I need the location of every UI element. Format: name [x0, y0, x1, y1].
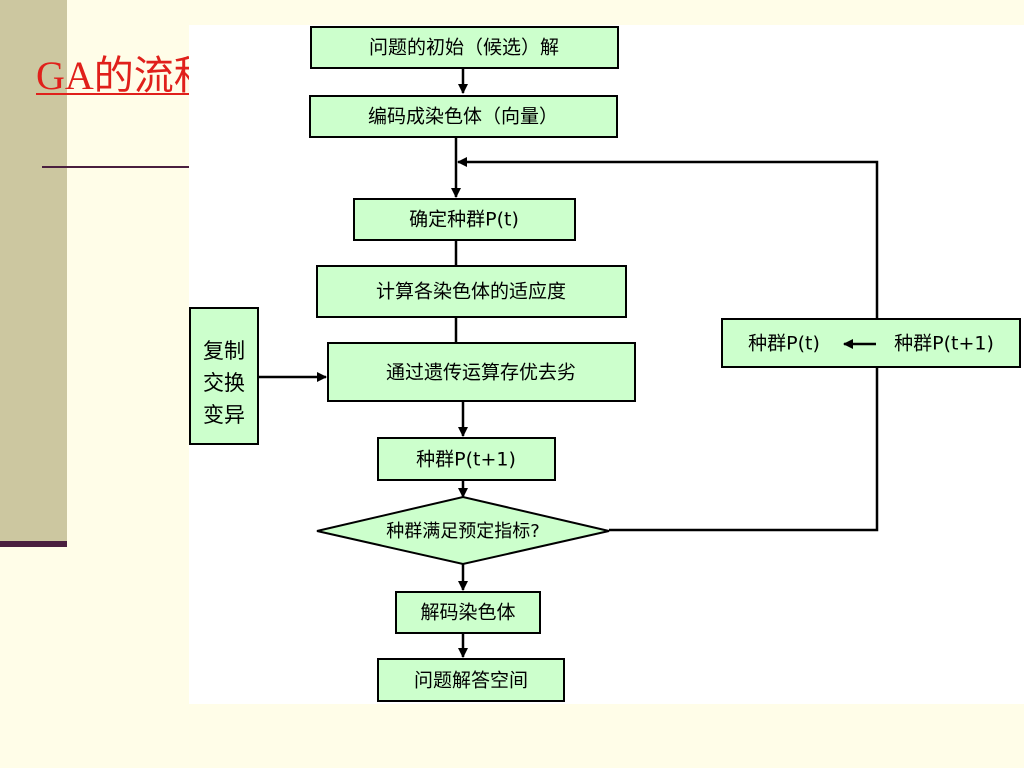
node-check-criteria-label: 种群满足预定指标? — [386, 521, 540, 542]
slide-title: GA的流程 — [36, 53, 214, 98]
node-decode-chromosome — [395, 591, 541, 634]
node-genetic-operations-label: 通过遗传运算存优去劣 — [386, 362, 576, 384]
node-initial-solution — [310, 26, 619, 69]
operator-copy-exchange-2: 交换 — [203, 371, 245, 395]
node-determine-population — [353, 198, 576, 241]
operator-copy-exchange-3: 变异 — [203, 403, 245, 427]
node-initial-solution-label: 问题的初始（候选）解 — [369, 37, 559, 59]
node-genetic-operators — [189, 307, 259, 445]
node-population-replace — [721, 318, 1021, 368]
loop-box-right-label: 种群P(t+1) — [894, 333, 994, 355]
title-rule — [42, 166, 192, 168]
loop-box-left-label: 种群P(t) — [748, 333, 820, 355]
node-solution-space-label: 问题解答空间 — [414, 670, 528, 692]
node-decode-chromosome-label: 解码染色体 — [420, 602, 515, 624]
node-genetic-operations — [327, 342, 636, 402]
node-new-population-label: 种群P(t+1) — [416, 449, 516, 471]
operator-copy-exchange-1: 复制 — [203, 339, 245, 363]
node-encode-chromosome-label: 编码成染色体（向量） — [368, 106, 558, 128]
node-check-criteria — [316, 495, 610, 566]
left-decor-stripe — [0, 0, 67, 545]
node-determine-population-label: 确定种群P(t) — [409, 209, 519, 231]
node-encode-chromosome — [309, 95, 618, 138]
left-decor-bar — [0, 541, 67, 547]
node-solution-space — [377, 658, 565, 702]
node-compute-fitness-label: 计算各染色体的适应度 — [376, 281, 566, 303]
node-new-population — [377, 437, 556, 481]
node-compute-fitness — [316, 265, 627, 318]
